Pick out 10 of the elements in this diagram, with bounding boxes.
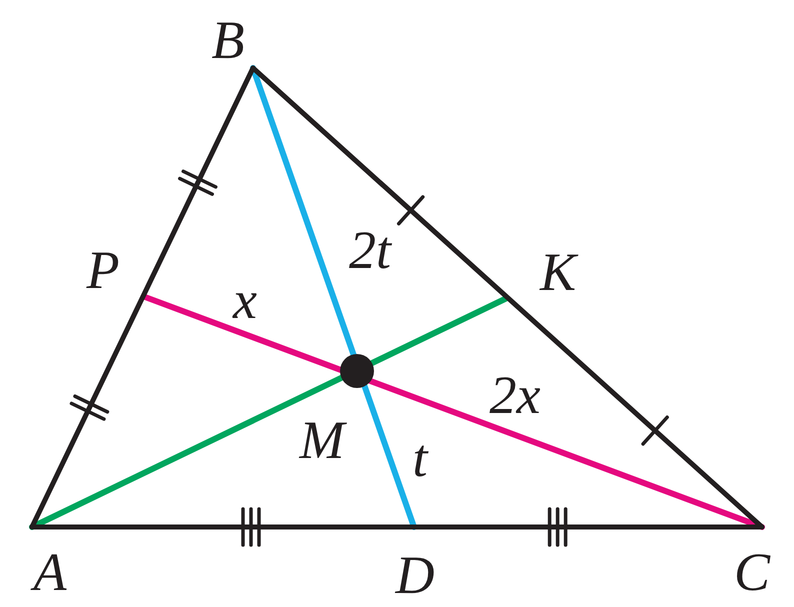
point-label: P bbox=[86, 243, 120, 297]
segment-label: 2t bbox=[349, 223, 391, 277]
point-label: C bbox=[734, 545, 770, 599]
segment-label: 2x bbox=[490, 368, 540, 422]
segment-label: x bbox=[233, 273, 257, 327]
point-label: B bbox=[212, 13, 244, 67]
point-label: D bbox=[396, 548, 434, 602]
segment-label: t bbox=[412, 431, 428, 485]
point-label: M bbox=[300, 413, 344, 467]
point-label: K bbox=[540, 245, 576, 299]
